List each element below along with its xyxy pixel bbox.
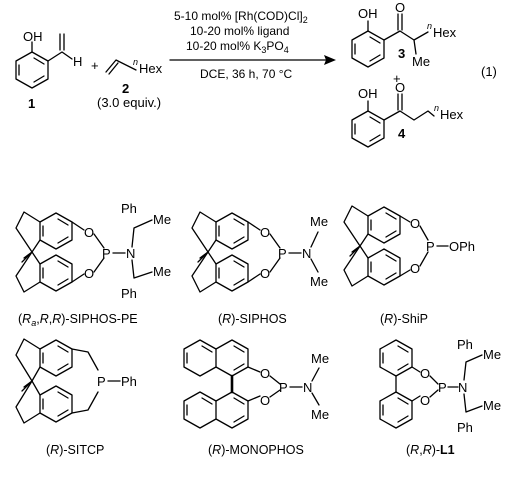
oxygen-label: O <box>84 266 94 281</box>
solvent-time-temp-text: DCE, 36 h, 70 °C <box>200 67 293 81</box>
phenyl-label: Ph <box>121 374 137 389</box>
ligand-monophos-structure: O O P N Me Me (R)-MONOPHOS <box>183 339 329 457</box>
ligand-name: (R)-MONOPHOS <box>208 443 304 457</box>
phenyl-label: Ph <box>121 286 137 301</box>
n-prefix: n <box>133 57 138 67</box>
phenyl-label: Ph <box>121 201 137 216</box>
oxygen-label: O <box>410 261 420 276</box>
phenoxy-label: OPh <box>449 239 475 254</box>
compound-3-label: 3 <box>398 46 405 61</box>
oxygen-label: O <box>410 216 420 231</box>
phosphorus-label: P <box>97 374 106 389</box>
plus-sign: + <box>91 58 99 73</box>
reaction-conditions: 5-10 mol% [Rh(COD)Cl]2 10-20 mol% ligand… <box>169 9 336 81</box>
ligand-name: (R)-SIPHOS <box>218 312 287 326</box>
phosphorus-label: P <box>426 239 435 254</box>
nitrogen-label: N <box>126 246 135 261</box>
nitrogen-label: N <box>303 380 312 395</box>
salicylaldehyde-structure: OH H 1 <box>15 29 82 111</box>
plus-sign: + <box>393 71 401 86</box>
methyl-label: Me <box>483 347 501 362</box>
phosphorus-label: P <box>279 380 288 395</box>
methyl-label: Me <box>153 212 171 227</box>
ligand-l1-structure: O O P N Ph Me Ph Me (R,R)-L1 <box>379 337 501 457</box>
phenyl-label: Ph <box>457 420 473 435</box>
phosphorus-label: P <box>438 380 447 395</box>
hex-label: Hex <box>440 107 464 122</box>
methyl-label: Me <box>153 264 171 279</box>
ligand-sitcp-structure: P Ph (R)-SITCP <box>15 338 137 457</box>
oxygen-label: O <box>260 393 270 408</box>
hex-label: Hex <box>139 61 163 76</box>
ligand-siphos-structure: O O P N Me Me (R)-SIPHOS <box>191 211 328 326</box>
oxygen-label: O <box>84 225 94 240</box>
oh-label: OH <box>358 6 378 21</box>
ligand-loading-text: 10-20 mol% ligand <box>190 24 289 38</box>
ligand-name: (R)-SITCP <box>46 443 104 457</box>
compound-4-label: 4 <box>398 126 406 141</box>
compound-2-label: 2 <box>122 81 129 96</box>
product-3-structure: OH O Me n Hex 3 <box>351 0 457 69</box>
svg-text:10-20 mol% K3PO4: 10-20 mol% K3PO4 <box>186 39 289 55</box>
ligand-name: (R)-ShiP <box>380 312 428 326</box>
svg-text:5-10 mol% [Rh(COD)Cl]2: 5-10 mol% [Rh(COD)Cl]2 <box>174 9 308 25</box>
carbonyl-o-label: O <box>395 0 405 15</box>
n-prefix: n <box>427 21 432 31</box>
oh-label: OH <box>358 86 378 101</box>
oh-label: OH <box>23 29 43 44</box>
methyl-label: Me <box>310 274 328 289</box>
aldehyde-h-label: H <box>73 54 82 69</box>
phosphorus-label: P <box>278 246 287 261</box>
nitrogen-label: N <box>458 380 467 395</box>
methyl-label: Me <box>311 351 329 366</box>
methyl-label: Me <box>310 214 328 229</box>
oxygen-label: O <box>260 225 270 240</box>
equiv-label: (3.0 equiv.) <box>97 95 161 110</box>
methyl-label: Me <box>483 398 501 413</box>
oxygen-label: O <box>420 366 430 381</box>
ligand-name: (R,R)-L1 <box>406 443 455 457</box>
methyl-label: Me <box>412 54 430 69</box>
equation-number: (1) <box>481 64 497 79</box>
ligand-name: (Ra,R,R)-SIPHOS-PE <box>18 312 138 328</box>
phosphorus-label: P <box>102 246 111 261</box>
methyl-label: Me <box>311 407 329 422</box>
hex-label: Hex <box>433 25 457 40</box>
product-4-structure: OH O n Hex 4 <box>351 80 464 148</box>
ligand-ship-structure: O O P OPh (R)-ShiP <box>343 205 475 326</box>
oxygen-label: O <box>260 266 270 281</box>
catalyst-text: 5-10 mol% [Rh(COD)Cl] <box>174 9 303 23</box>
compound-1-label: 1 <box>28 96 35 111</box>
base-text: 10-20 mol% K <box>186 39 261 53</box>
carbonyl-o-label: O <box>395 80 405 95</box>
nitrogen-label: N <box>302 246 311 261</box>
alkene-structure: n Hex 2 (3.0 equiv.) <box>97 57 163 110</box>
phenyl-label: Ph <box>457 337 473 352</box>
n-prefix: n <box>434 103 439 113</box>
oxygen-label: O <box>260 366 270 381</box>
ligand-sipphos-pe-structure: O O P N Ph Me Ph Me (Ra,R,R)-SIPHOS-PE <box>15 201 171 328</box>
oxygen-label: O <box>420 393 430 408</box>
